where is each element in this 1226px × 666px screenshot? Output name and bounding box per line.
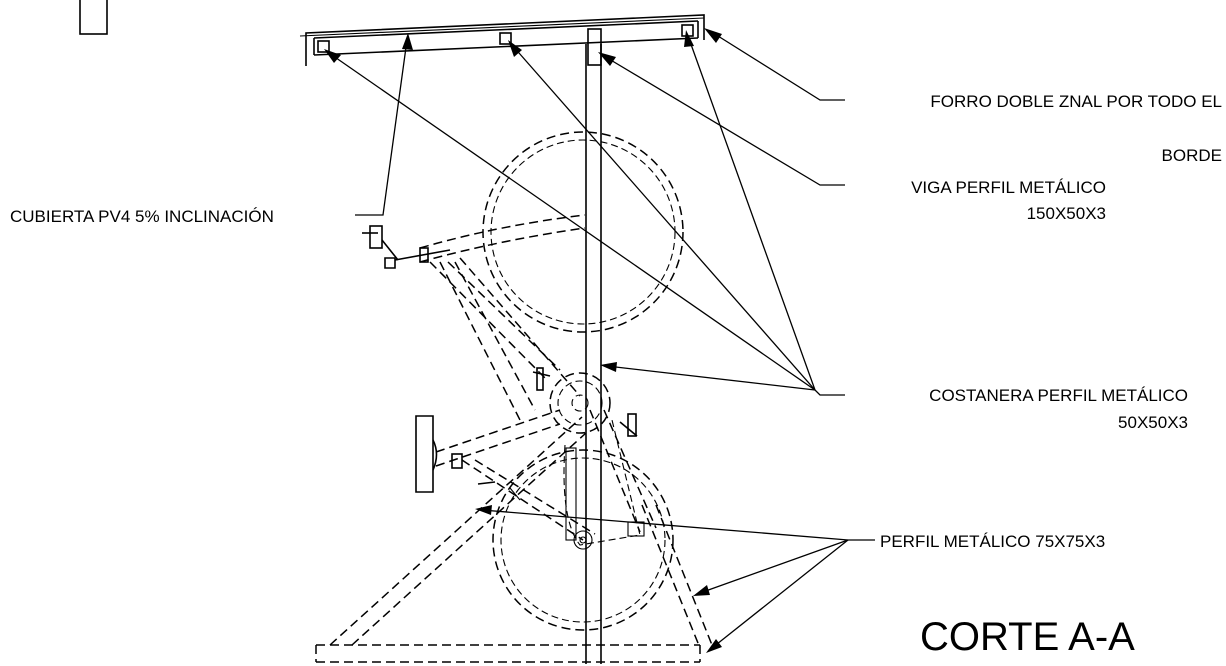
label-forro-line2: BORDE bbox=[1162, 146, 1222, 165]
leader-cubierta bbox=[355, 33, 413, 216]
leader-costanera bbox=[324, 30, 845, 396]
corner-frame bbox=[79, 0, 108, 35]
roof-structure bbox=[299, 14, 705, 66]
label-cubierta: CUBIERTA PV4 5% INCLINACIÓN bbox=[10, 207, 274, 226]
label-costanera-line2: 50X50X3 bbox=[1118, 413, 1188, 432]
label-forro-line1: FORRO DOBLE ZNAL POR TODO EL bbox=[930, 92, 1222, 111]
leader-viga bbox=[598, 52, 845, 186]
label-costanera-line1: COSTANERA PERFIL METÁLICO bbox=[929, 386, 1188, 405]
bicycle-outline bbox=[362, 131, 684, 631]
leader-perfil bbox=[475, 505, 875, 653]
label-perfil: PERFIL METÁLICO 75X75X3 bbox=[880, 532, 1105, 551]
vertical-post bbox=[585, 44, 602, 664]
leader-forro bbox=[704, 28, 845, 101]
base-frame bbox=[315, 416, 713, 663]
section-title: CORTE A-A bbox=[920, 615, 1135, 659]
label-viga-line1: VIGA PERFIL METÁLICO bbox=[911, 178, 1106, 197]
label-viga-line2: 150X50X3 bbox=[1027, 204, 1106, 223]
